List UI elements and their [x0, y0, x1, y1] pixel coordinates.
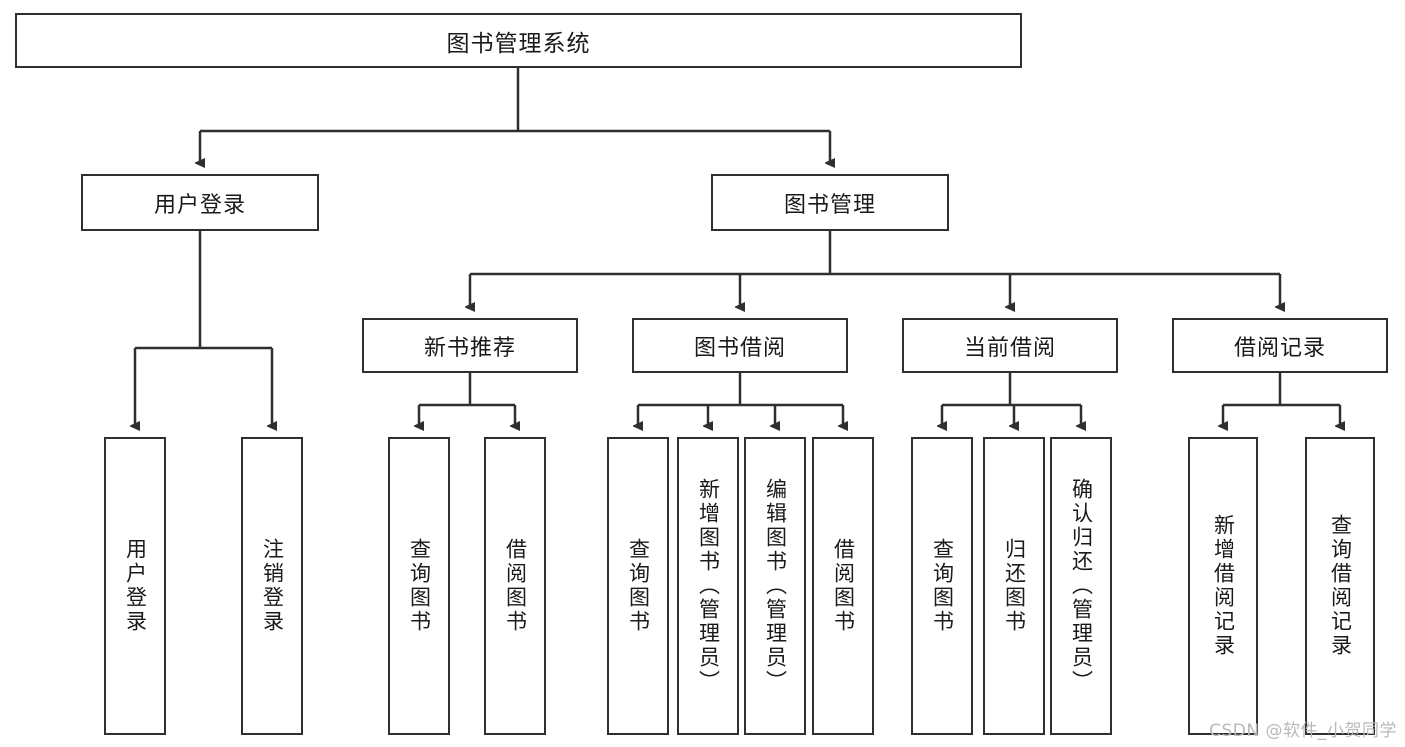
node-leaf-9-label: 归还图书: [1002, 538, 1027, 634]
node-leaf-11[interactable]: 新增借阅记录: [1188, 437, 1258, 735]
node-level2-0[interactable]: 新书推荐: [362, 318, 578, 373]
node-leaf-10-label: 确认归还（管理员）: [1069, 478, 1094, 694]
node-level2-2[interactable]: 当前借阅: [902, 318, 1118, 373]
node-level2-3[interactable]: 借阅记录: [1172, 318, 1388, 373]
node-leaf-5[interactable]: 新增图书（管理员）: [677, 437, 739, 735]
node-leaf-4-label: 查询图书: [626, 538, 651, 634]
node-leaf-1[interactable]: 注销登录: [241, 437, 303, 735]
node-level1-1[interactable]: 图书管理: [711, 174, 949, 231]
node-leaf-3-label: 借阅图书: [503, 538, 528, 634]
node-leaf-12-label: 查询借阅记录: [1328, 514, 1353, 658]
node-level2-1[interactable]: 图书借阅: [632, 318, 848, 373]
node-leaf-0[interactable]: 用户登录: [104, 437, 166, 735]
node-level1-0-label: 用户登录: [153, 192, 246, 218]
node-leaf-8-label: 查询图书: [930, 538, 955, 634]
node-leaf-7-label: 借阅图书: [831, 538, 856, 634]
node-root[interactable]: 图书管理系统: [15, 13, 1022, 68]
watermark-text: CSDN @软件_小贺同学: [1209, 721, 1397, 741]
node-level2-0-label: 新书推荐: [423, 335, 516, 361]
node-leaf-6[interactable]: 编辑图书（管理员）: [744, 437, 806, 735]
node-leaf-2-label: 查询图书: [407, 538, 432, 634]
node-leaf-0-label: 用户登录: [123, 538, 148, 634]
node-leaf-8[interactable]: 查询图书: [911, 437, 973, 735]
node-leaf-5-label: 新增图书（管理员）: [696, 478, 721, 694]
node-leaf-11-label: 新增借阅记录: [1211, 514, 1236, 658]
node-leaf-1-label: 注销登录: [260, 538, 285, 634]
node-level1-0[interactable]: 用户登录: [81, 174, 319, 231]
node-root-label: 图书管理系统: [446, 30, 591, 57]
node-level2-2-label: 当前借阅: [963, 335, 1056, 361]
node-leaf-9[interactable]: 归还图书: [983, 437, 1045, 735]
node-leaf-4[interactable]: 查询图书: [607, 437, 669, 735]
node-leaf-6-label: 编辑图书（管理员）: [763, 478, 788, 694]
node-leaf-3[interactable]: 借阅图书: [484, 437, 546, 735]
node-level1-1-label: 图书管理: [783, 192, 876, 218]
node-level2-3-label: 借阅记录: [1233, 335, 1326, 361]
node-leaf-12[interactable]: 查询借阅记录: [1305, 437, 1375, 735]
node-leaf-2[interactable]: 查询图书: [388, 437, 450, 735]
node-leaf-10[interactable]: 确认归还（管理员）: [1050, 437, 1112, 735]
node-leaf-7[interactable]: 借阅图书: [812, 437, 874, 735]
node-level2-1-label: 图书借阅: [693, 335, 786, 361]
